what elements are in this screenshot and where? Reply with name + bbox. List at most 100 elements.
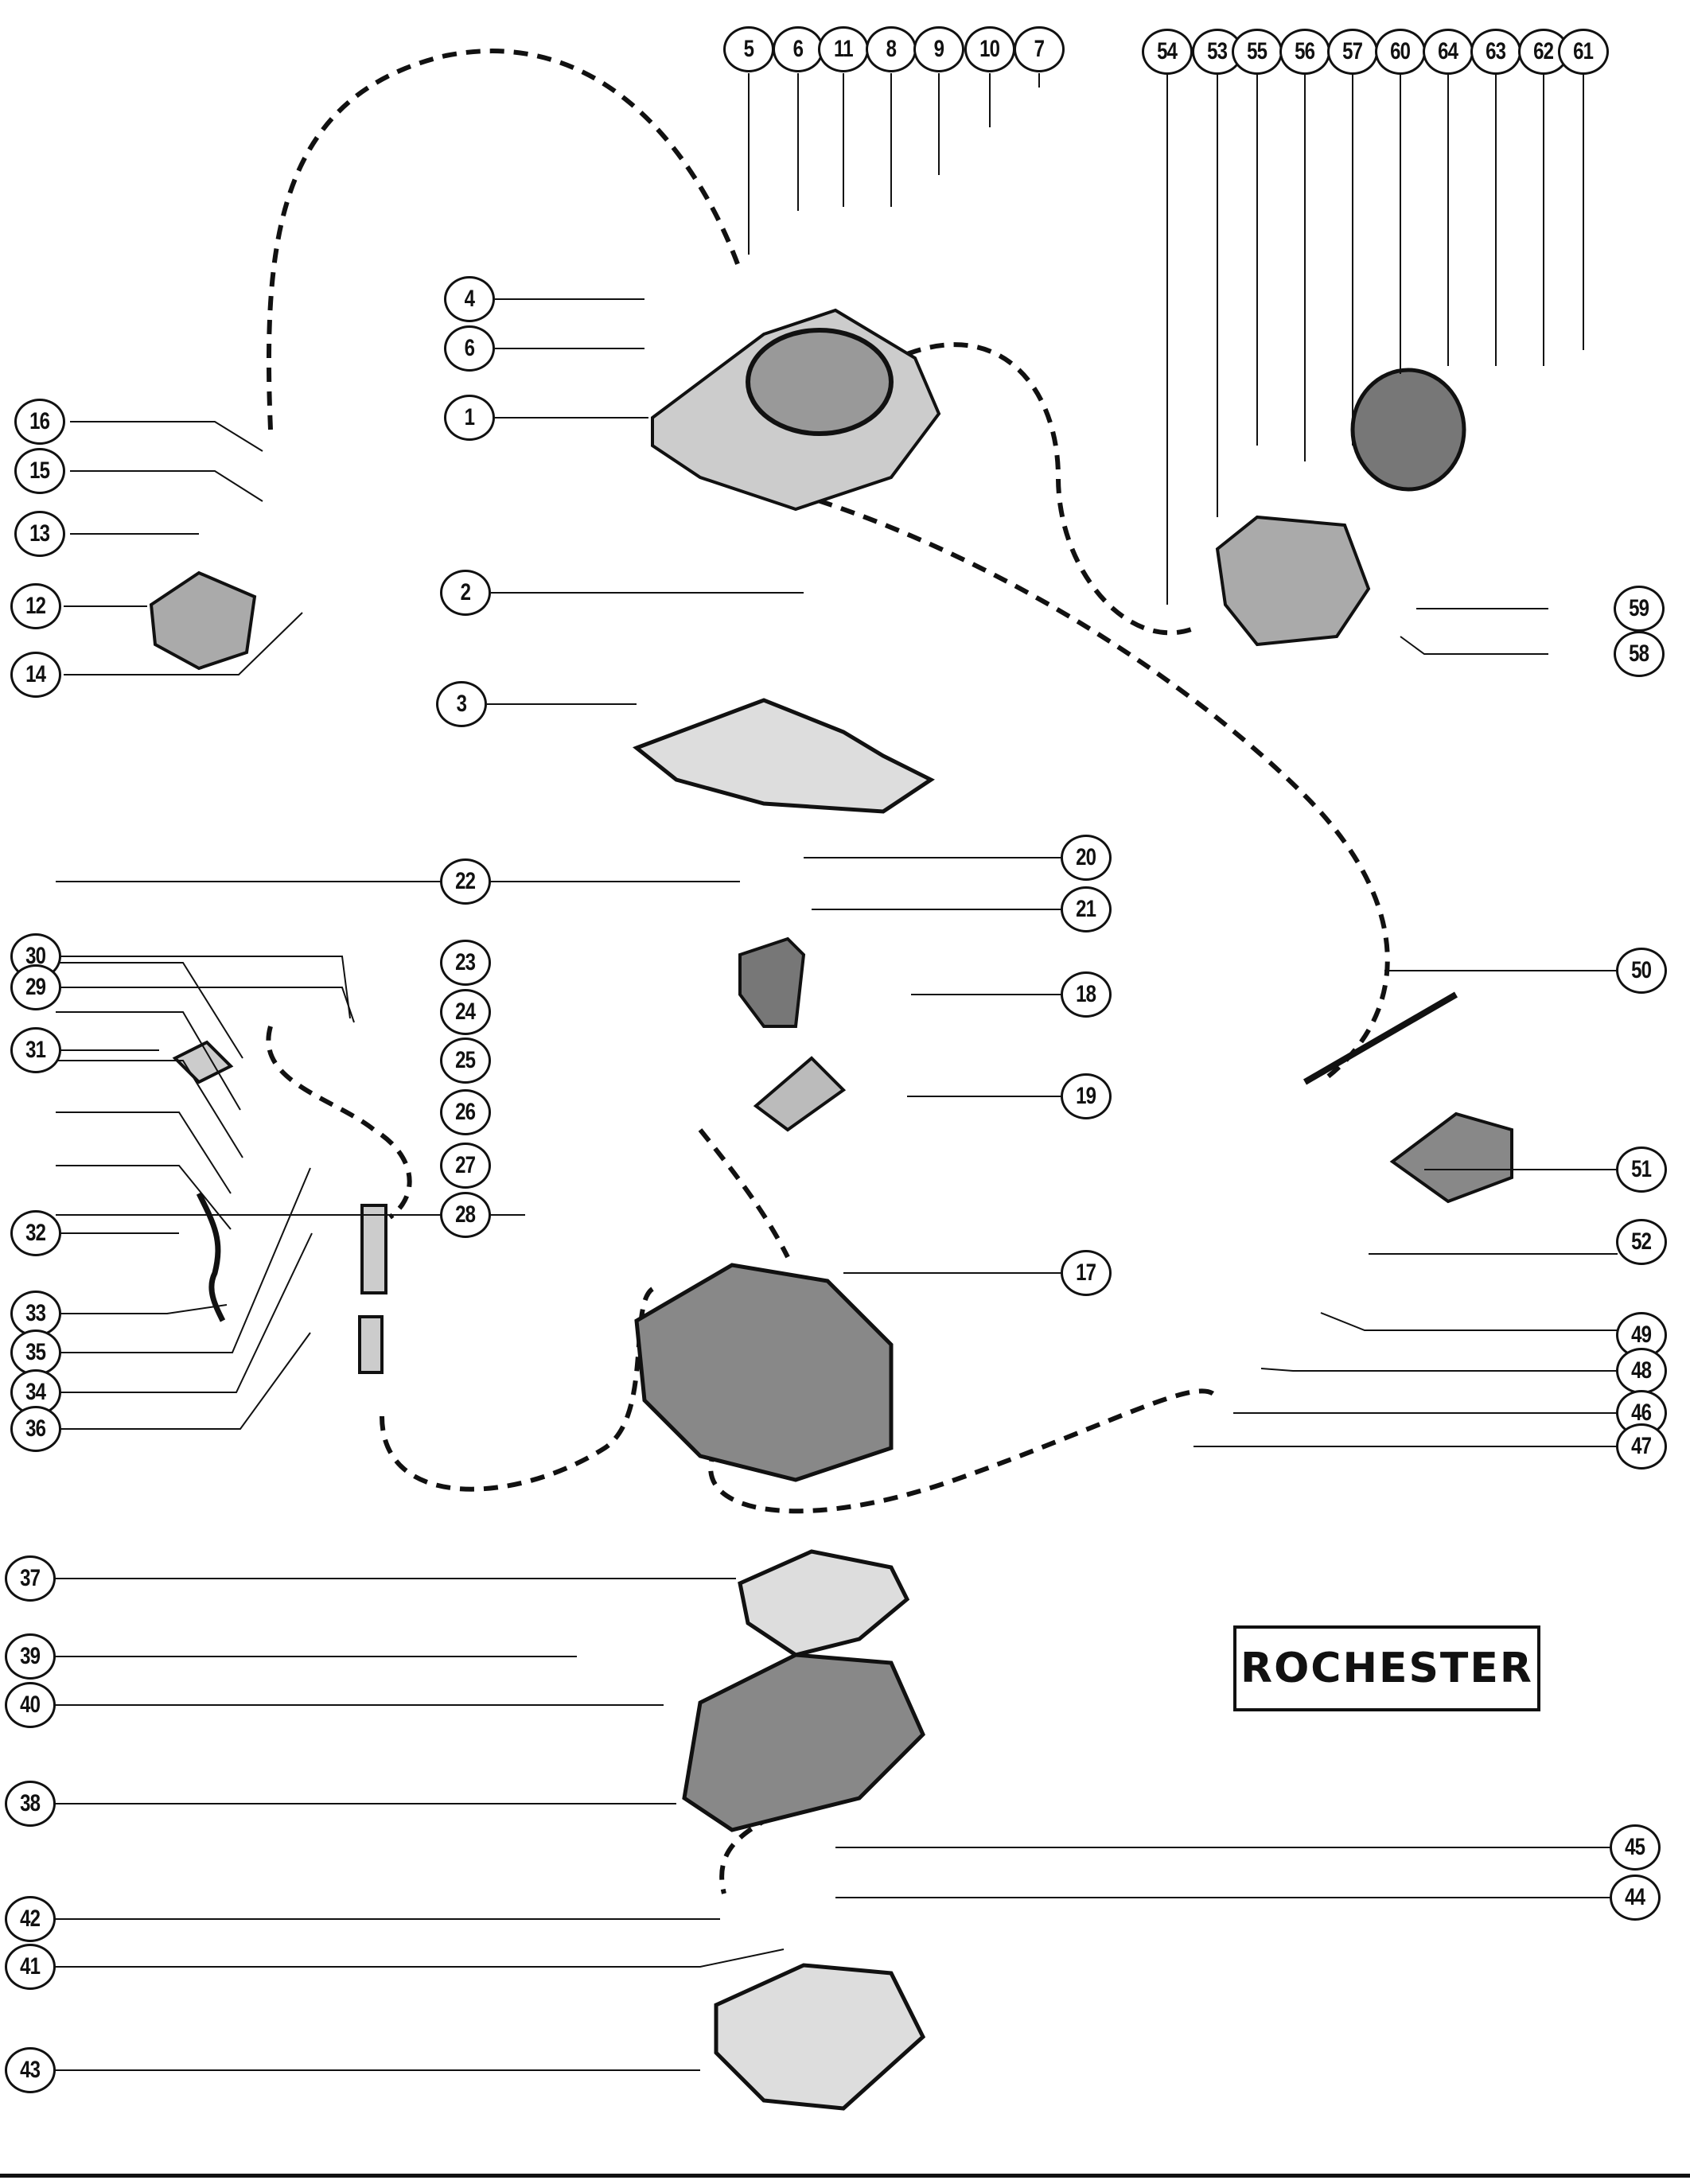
- callout-34: 34: [10, 1369, 61, 1415]
- callout-41: 41: [5, 1944, 56, 1990]
- callout-6: 6: [773, 26, 824, 72]
- callout-63: 63: [1470, 29, 1521, 75]
- part-retainer-plate: [753, 1056, 847, 1132]
- callout-number: 61: [1573, 38, 1594, 64]
- callout-number: 8: [886, 36, 897, 62]
- part-choke-housing: [1215, 515, 1371, 647]
- part-plunger-spring: [360, 1204, 387, 1294]
- callout-48: 48: [1616, 1348, 1667, 1394]
- callout-54: 54: [1142, 29, 1193, 75]
- callout-number: 34: [25, 1379, 46, 1405]
- callout-number: 19: [1076, 1083, 1096, 1109]
- callout-number: 13: [29, 520, 50, 547]
- callout-45: 45: [1610, 1824, 1661, 1871]
- callout-number: 41: [20, 1953, 41, 1980]
- callout-number: 57: [1342, 38, 1363, 64]
- callout-number: 43: [20, 2057, 41, 2083]
- callout-number: 22: [455, 868, 476, 894]
- callout-number: 62: [1533, 38, 1554, 64]
- callout-number: 32: [25, 1220, 46, 1246]
- callout-24: 24: [440, 989, 491, 1035]
- callout-55: 55: [1232, 29, 1283, 75]
- assembly-path-choke: [266, 49, 742, 430]
- callout-60: 60: [1375, 29, 1426, 75]
- callout-42: 42: [5, 1896, 56, 1942]
- part-choke-rod: [196, 1192, 226, 1322]
- callout-number: 6: [464, 335, 475, 361]
- callout-number: 18: [1076, 981, 1096, 1007]
- callout-1: 1: [444, 395, 495, 441]
- callout-number: 50: [1631, 957, 1652, 983]
- callout-number: 9: [933, 36, 944, 62]
- callout-44: 44: [1610, 1875, 1661, 1921]
- callout-number: 2: [460, 579, 471, 605]
- callout-number: 7: [1034, 36, 1045, 62]
- assembly-path-choke-housing: [905, 342, 1195, 636]
- callout-number: 29: [25, 974, 46, 1000]
- callout-number: 16: [29, 408, 50, 434]
- callout-number: 6: [792, 36, 804, 62]
- callout-39: 39: [5, 1633, 56, 1680]
- callout-number: 55: [1247, 38, 1268, 64]
- callout-32: 32: [10, 1210, 61, 1256]
- callout-5: 5: [723, 26, 774, 72]
- callout-26: 26: [440, 1089, 491, 1135]
- assembly-path-idle: [266, 1026, 412, 1220]
- callout-number: 59: [1629, 595, 1649, 621]
- part-base-gasket: [714, 1963, 926, 2111]
- part-fuel-filter: [149, 570, 257, 671]
- callout-number: 11: [834, 36, 854, 62]
- callout-50: 50: [1616, 948, 1667, 994]
- brand-label: ROCHESTER: [1240, 1645, 1533, 1692]
- callout-number: 23: [455, 949, 476, 975]
- callout-number: 14: [25, 661, 46, 687]
- callout-number: 53: [1207, 38, 1228, 64]
- callout-number: 42: [20, 1906, 41, 1932]
- part-pump-well: [738, 936, 806, 1028]
- part-return-spring: [358, 1315, 384, 1374]
- assembly-path-lower: [380, 1287, 655, 1492]
- callout-number: 31: [25, 1037, 46, 1063]
- callout-20: 20: [1061, 835, 1112, 881]
- callout-number: 25: [455, 1047, 476, 1073]
- callout-51: 51: [1616, 1147, 1667, 1193]
- part-air-horn-gasket: [633, 698, 935, 814]
- callout-number: 44: [1625, 1884, 1645, 1910]
- callout-number: 58: [1629, 640, 1649, 667]
- callout-11: 11: [818, 26, 869, 72]
- callout-number: 47: [1631, 1433, 1652, 1459]
- callout-31: 31: [10, 1027, 61, 1073]
- part-float-bowl: [634, 1263, 894, 1482]
- callout-3: 3: [436, 681, 487, 727]
- callout-number: 27: [455, 1152, 476, 1178]
- part-diaphragm: [1389, 1111, 1513, 1204]
- callout-43: 43: [5, 2047, 56, 2093]
- callout-61: 61: [1558, 29, 1609, 75]
- callout-number: 49: [1631, 1322, 1652, 1348]
- callout-6: 6: [444, 325, 495, 372]
- callout-number: 5: [743, 36, 754, 62]
- callout-40: 40: [5, 1682, 56, 1728]
- callout-15: 15: [14, 448, 65, 494]
- part-thermostatic-cover: [1350, 368, 1466, 492]
- callout-37: 37: [5, 1555, 56, 1602]
- callout-36: 36: [10, 1406, 61, 1452]
- callout-number: 38: [20, 1790, 41, 1816]
- callout-number: 60: [1390, 38, 1411, 64]
- callout-14: 14: [10, 652, 61, 698]
- callout-7: 7: [1014, 26, 1065, 72]
- callout-16: 16: [14, 399, 65, 445]
- callout-19: 19: [1061, 1073, 1112, 1119]
- callout-2: 2: [440, 570, 491, 616]
- callout-25: 25: [440, 1037, 491, 1084]
- leader-lines: [54, 73, 1618, 2071]
- callout-10: 10: [964, 26, 1015, 72]
- callout-27: 27: [440, 1143, 491, 1189]
- callout-23: 23: [440, 940, 491, 986]
- callout-8: 8: [866, 26, 917, 72]
- callout-64: 64: [1423, 29, 1474, 75]
- callout-number: 4: [464, 286, 475, 312]
- callout-number: 46: [1631, 1400, 1652, 1426]
- callout-number: 17: [1076, 1259, 1096, 1286]
- part-pump-rod: [1303, 991, 1458, 1085]
